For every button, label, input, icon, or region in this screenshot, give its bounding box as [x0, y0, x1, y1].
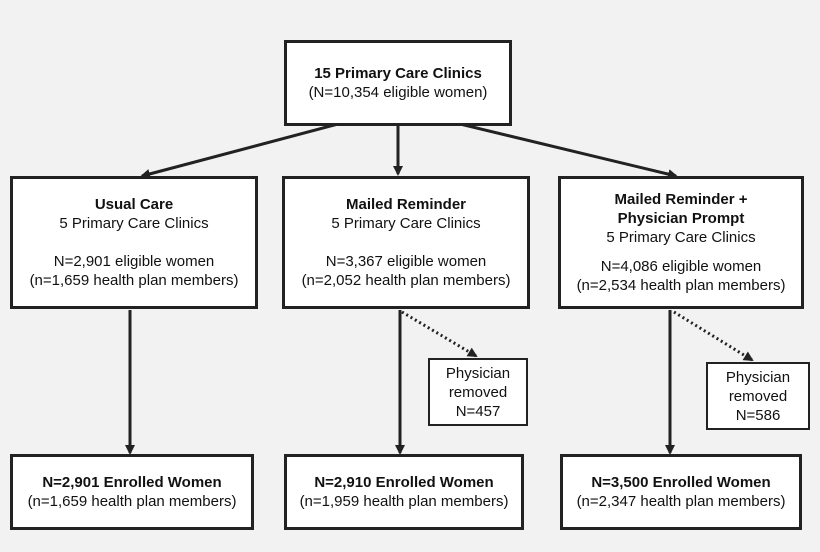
removed-line2: removed [448, 383, 508, 401]
removed-line1: Physician [445, 364, 511, 382]
arm-clinics: 5 Primary Care Clinics [606, 229, 756, 246]
top-subtitle: (N=10,354 eligible women) [308, 84, 488, 101]
arm-members: (n=2,534 health plan members) [576, 277, 786, 294]
arrow-top-to-usual-care [140, 122, 339, 179]
arm-eligible: N=4,086 eligible women [600, 258, 762, 275]
arrow-top-to-mailed-reminder-prompt [459, 122, 678, 179]
dotted-arrow-mailed-reminder-removed [401, 310, 478, 358]
mailed-reminder-box: Mailed Reminder 5 Primary Care Clinics N… [282, 176, 530, 309]
physician-removed-box-mailed: Physician removed N=457 [428, 358, 528, 426]
enrolled-box-mailed-reminder: N=2,910 Enrolled Women (n=1,959 health p… [284, 454, 524, 530]
removed-count: N=586 [735, 406, 781, 424]
top-clinics-box: 15 Primary Care Clinics (N=10,354 eligib… [284, 40, 512, 126]
removed-count: N=457 [455, 402, 501, 420]
enrolled-box-usual-care: N=2,901 Enrolled Women (n=1,659 health p… [10, 454, 254, 530]
arm-members: (n=2,052 health plan members) [301, 272, 511, 289]
enrolled-members: (n=2,347 health plan members) [576, 493, 786, 510]
enrolled-box-prompt: N=3,500 Enrolled Women (n=2,347 health p… [560, 454, 802, 530]
removed-line2: removed [728, 387, 788, 405]
arm-title: Mailed Reminder [345, 196, 467, 213]
mailed-reminder-prompt-box: Mailed Reminder + Physician Prompt 5 Pri… [558, 176, 804, 309]
arm-eligible: N=2,901 eligible women [53, 253, 215, 270]
enrolled-count: N=2,901 Enrolled Women [42, 474, 222, 491]
enrolled-members: (n=1,659 health plan members) [27, 493, 237, 510]
arm-title: Mailed Reminder + [614, 191, 748, 208]
dotted-arrow-prompt-removed [673, 310, 754, 362]
arm-title-line2: Physician Prompt [617, 210, 745, 227]
arm-eligible: N=3,367 eligible women [325, 253, 487, 270]
arm-members: (n=1,659 health plan members) [29, 272, 239, 289]
removed-line1: Physician [725, 368, 791, 386]
usual-care-box: Usual Care 5 Primary Care Clinics N=2,90… [10, 176, 258, 309]
arm-title: Usual Care [94, 196, 174, 213]
enrolled-count: N=2,910 Enrolled Women [314, 474, 494, 491]
physician-removed-box-prompt: Physician removed N=586 [706, 362, 810, 430]
enrolled-members: (n=1,959 health plan members) [299, 493, 509, 510]
arm-clinics: 5 Primary Care Clinics [59, 215, 209, 232]
enrolled-count: N=3,500 Enrolled Women [591, 474, 771, 491]
top-title: 15 Primary Care Clinics [314, 65, 482, 82]
arm-clinics: 5 Primary Care Clinics [331, 215, 481, 232]
